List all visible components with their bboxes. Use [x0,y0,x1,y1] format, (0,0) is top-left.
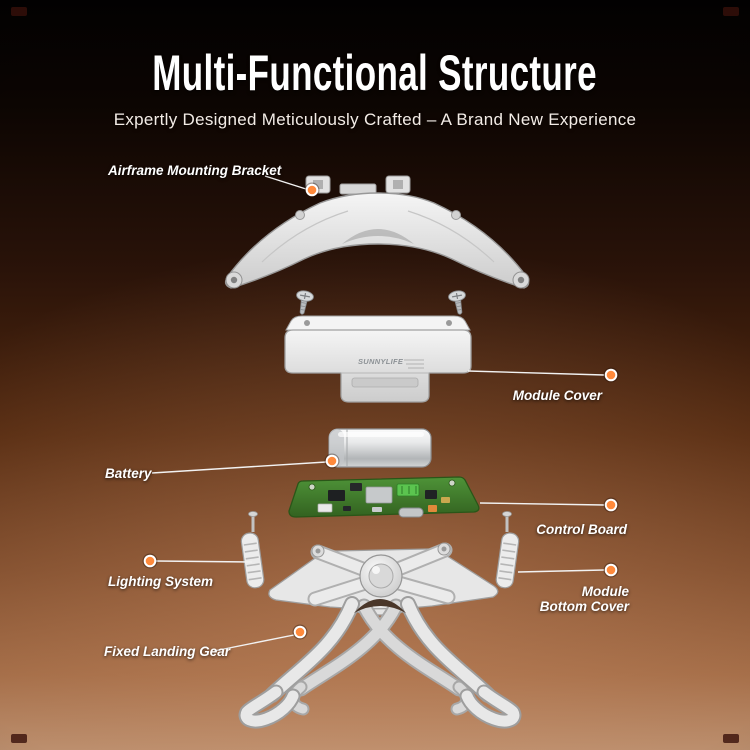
callout-line-landing-gear [213,634,295,652]
label-battery: Battery [105,466,152,481]
callout-dot-control-board [603,497,619,513]
callout-dot-battery [324,453,340,469]
callout-dots [142,182,619,640]
corner-mark [723,734,739,743]
cover-logo-text: SUNNYLIFE [358,357,404,366]
pillar-pin-right [502,511,512,532]
page-subtitle: Expertly Designed Meticulously Crafted –… [113,110,637,129]
page-title: Multi-Functional Structure [152,45,598,101]
label-line: Module [581,584,629,599]
callout-line-battery [151,461,327,474]
callout-line-module-cover [467,370,605,376]
callout-dot-lighting [142,553,158,569]
callout-dot-bottom-cover [603,562,619,578]
callout-line-lighting [155,560,253,563]
callout-line-control-board [479,502,605,506]
callout-dot-landing-gear [292,624,308,640]
callout-lines [151,175,605,652]
callout-dot-airframe [304,182,320,198]
airframe-bracket-drawing [224,175,530,289]
corner-mark [11,734,27,743]
module-cover-drawing: SUNNYLIFE [284,315,472,403]
label-module-cover: Module Cover [512,388,602,403]
label-lighting-system: Lighting System [108,574,214,589]
landing-gear-drawing [238,596,522,729]
pillar-pin-left [248,511,258,532]
control-board-drawing [288,476,480,518]
corner-mark [723,7,739,16]
label-control-board: Control Board [536,522,627,537]
callout-line-airframe [264,175,307,190]
battery-drawing [328,428,432,468]
label-line: Bottom Cover [539,599,629,614]
label-module-bottom-cover: Module Bottom Cover [540,584,629,614]
screw-right-drawing [448,290,466,315]
screw-left-drawing [296,290,314,315]
label-fixed-landing-gear: Fixed Landing Gear [104,644,231,659]
header: Multi-Functional Structure Expertly Desi… [0,44,750,130]
lighting-system-drawing [240,511,520,610]
callout-dot-module-cover [603,367,619,383]
spring-pillar-right [495,532,520,589]
corner-mark [11,7,27,16]
label-airframe-mounting-bracket: Airframe Mounting Bracket [108,163,282,178]
callout-line-bottom-cover [517,569,605,573]
spring-pillar-left [240,532,265,589]
